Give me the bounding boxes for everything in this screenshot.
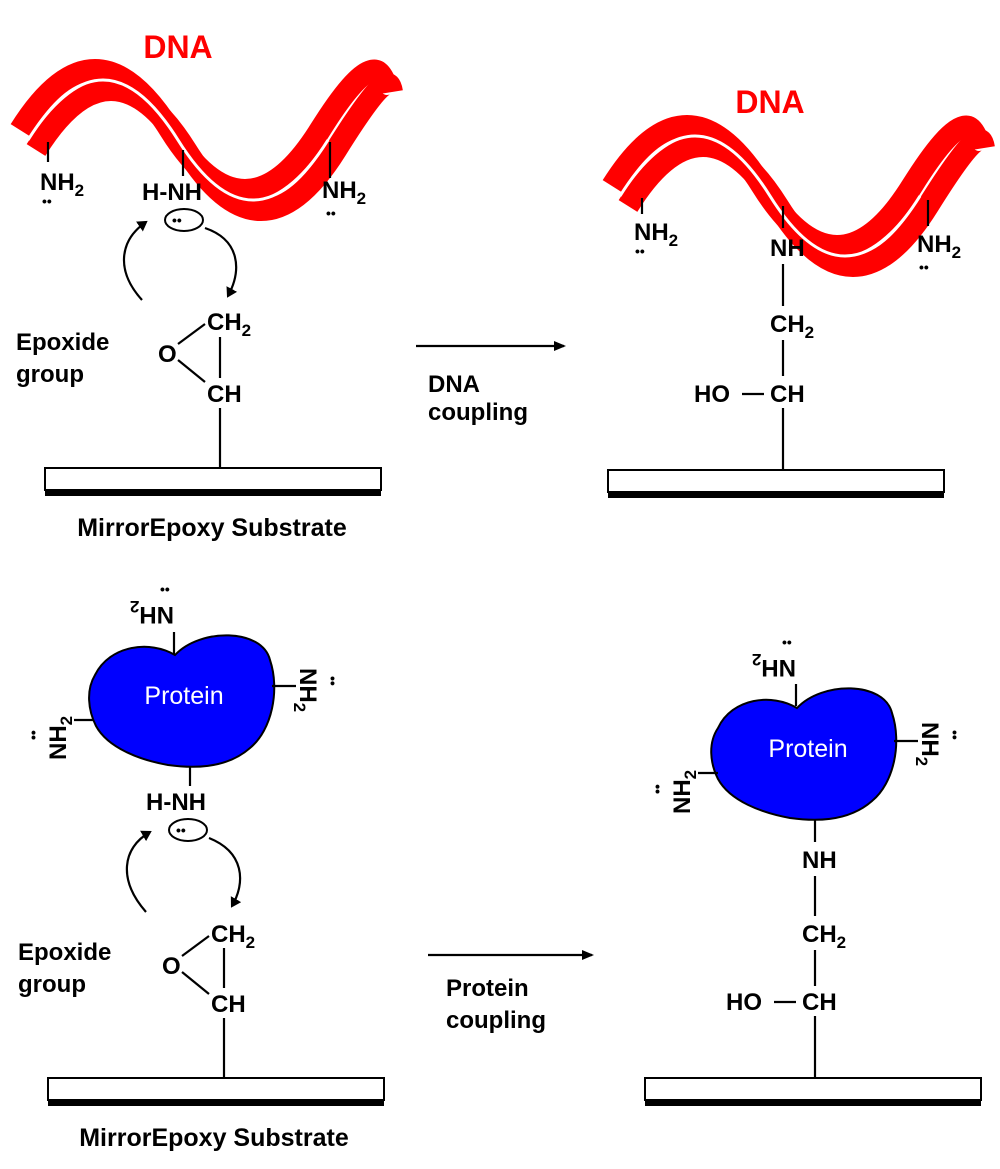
ch-group: CH — [211, 991, 246, 1018]
substrate-shadow — [45, 490, 381, 496]
substrate-bar — [47, 1077, 385, 1101]
electron-arrow — [122, 220, 148, 301]
panel-protein-before: Protein NH2 •• NH2 •• NH2 •• H-NH •• Epo… — [18, 581, 385, 1152]
ch-group: CH — [770, 381, 805, 408]
bond-line — [181, 935, 210, 957]
lone-pair-dots: •• — [176, 822, 186, 838]
dna-coupling-step: DNA coupling — [416, 341, 566, 426]
oxygen-atom: O — [158, 341, 177, 368]
hydroxyl-group: HO — [694, 381, 730, 408]
lone-pair-dots: •• — [326, 205, 336, 221]
lone-pair-dots: •• — [649, 784, 665, 794]
electron-arrow — [125, 830, 152, 913]
dna-title: DNA — [735, 84, 804, 120]
protein-label: Protein — [144, 682, 223, 710]
substrate-bar — [607, 469, 945, 493]
lone-pair-dots: •• — [325, 676, 341, 686]
lone-pair-circle — [164, 208, 204, 232]
dna-helix — [602, 115, 995, 277]
ch2-group: CH2 — [770, 311, 814, 342]
epoxide-label: group — [18, 971, 86, 998]
amine-group: NH2 — [634, 219, 678, 250]
amine-group: NH2 — [130, 597, 174, 628]
epoxide-label: Epoxide — [16, 329, 109, 356]
ch2-group: CH2 — [207, 309, 251, 340]
lone-pair-dots: •• — [25, 730, 41, 740]
epoxide-label: Epoxide — [18, 939, 111, 966]
step-label: coupling — [428, 399, 528, 426]
amine-group: NH2 — [322, 177, 366, 208]
dna-helix — [10, 59, 403, 221]
substrate-shadow — [48, 1100, 384, 1106]
hydroxyl-group: HO — [726, 989, 762, 1016]
step-label: Protein — [446, 975, 529, 1002]
substrate-label: MirrorEpoxy Substrate — [77, 514, 347, 542]
substrate-label: MirrorEpoxy Substrate — [79, 1124, 349, 1152]
amine-h-nh: H-NH — [146, 789, 206, 816]
bond-line — [177, 323, 206, 345]
dna-title: DNA — [143, 29, 212, 65]
ch-group: CH — [207, 381, 242, 408]
lone-pair-dots: •• — [782, 634, 792, 650]
nh-group: NH — [770, 235, 805, 262]
panel-dna-before: DNA NH2 •• NH2 •• H-NH •• Epoxide group … — [10, 29, 403, 542]
protein-coupling-step: Protein coupling — [428, 950, 594, 1034]
amine-group: NH2 — [912, 722, 943, 766]
substrate-bar — [44, 467, 382, 491]
bond-line — [181, 971, 210, 995]
bond-line — [177, 359, 206, 383]
electron-arrow — [208, 836, 242, 908]
amine-group: NH2 — [669, 770, 700, 814]
ch2-group: CH2 — [211, 921, 255, 952]
lone-pair-circle — [168, 818, 208, 842]
amine-group: NH2 — [40, 169, 84, 200]
ch-group: CH — [802, 989, 837, 1016]
protein-blob — [88, 634, 276, 768]
lone-pair-dots: •• — [160, 581, 170, 597]
electron-arrow — [204, 226, 238, 298]
nh-group: NH — [802, 847, 837, 874]
oxygen-atom: O — [162, 953, 181, 980]
ch2-group: CH2 — [802, 921, 846, 952]
lone-pair-dots: •• — [42, 193, 52, 209]
lone-pair-dots: •• — [172, 212, 182, 228]
epoxide-label: group — [16, 361, 84, 388]
substrate-shadow — [645, 1100, 981, 1106]
protein-blob — [710, 687, 898, 821]
amine-group: NH2 — [752, 650, 796, 681]
substrate-shadow — [608, 492, 944, 498]
step-label: DNA — [428, 371, 480, 398]
lone-pair-dots: •• — [947, 730, 963, 740]
substrate-bar — [644, 1077, 982, 1101]
amine-group: NH2 — [917, 231, 961, 262]
panel-protein-after: Protein NH2 •• NH2 •• NH2 •• NH CH2 HO C… — [644, 634, 982, 1106]
protein-label: Protein — [768, 735, 847, 763]
amine-group: NH2 — [45, 716, 76, 760]
amine-group: NH2 — [290, 668, 321, 712]
panel-dna-after: DNA NH2 •• NH2 •• NH CH2 HO CH — [602, 84, 995, 498]
amine-h-nh: H-NH — [142, 179, 202, 206]
step-label: coupling — [446, 1007, 546, 1034]
lone-pair-dots: •• — [919, 259, 929, 275]
lone-pair-dots: •• — [635, 243, 645, 259]
